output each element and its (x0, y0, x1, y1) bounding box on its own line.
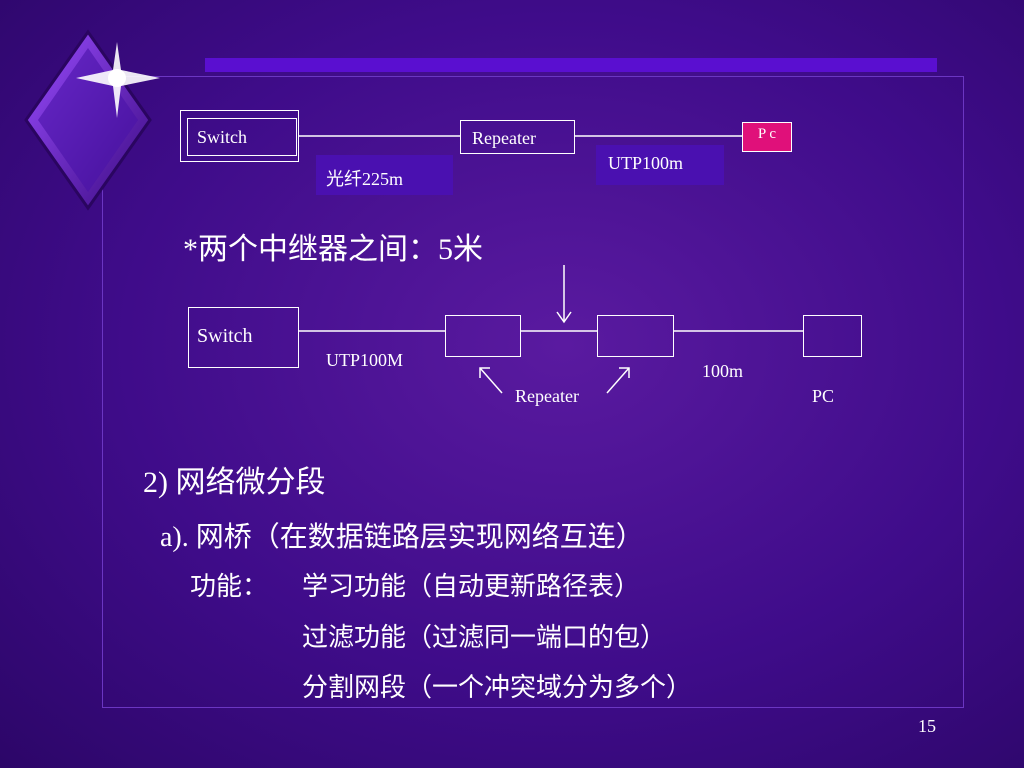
diamond-star-logo (24, 29, 160, 211)
utp-length-label-1: UTP100m (608, 153, 684, 173)
repeater-label-1: Repeater (472, 128, 536, 148)
fiber-length-label: 光纤225m (326, 169, 404, 189)
function-item-filtering: 过滤功能（过滤同一端口的包） (302, 623, 667, 652)
switch-node-2 (188, 307, 299, 368)
switch-label-2: Switch (197, 325, 253, 347)
function-item-segmenting: 分割网段（一个冲突域分为多个） (302, 673, 693, 702)
switch-label-1: Switch (197, 127, 248, 147)
repeater-node-2b (597, 315, 674, 357)
section-heading: 2) 网络微分段 (143, 466, 326, 499)
pc-node-1: P c (742, 122, 792, 152)
fiber-label-box (316, 155, 453, 195)
repeater-node-2a (445, 315, 521, 357)
switch-node-1 (180, 110, 299, 162)
repeater-label-2: Repeater (515, 386, 579, 406)
title-bar-decoration (205, 58, 937, 72)
repeater-distance-note: *两个中继器之间：5米 (183, 233, 483, 266)
utp-label-box (596, 145, 724, 185)
function-item-learning: 学习功能（自动更新路径表） (302, 572, 641, 601)
content-frame (102, 76, 964, 708)
bridge-subheading: a). 网桥（在数据链路层实现网络互连） (160, 522, 644, 553)
functions-label: 功能： (190, 572, 269, 601)
utp-length-label-2: UTP100M (326, 350, 404, 370)
switch-node-1-inner (187, 118, 297, 156)
repeater-node-1 (460, 120, 575, 154)
pc-node-2 (803, 315, 862, 357)
page-number: 15 (918, 716, 936, 736)
pc-label-2: PC (812, 386, 835, 406)
distance-label: 100m (702, 361, 744, 381)
